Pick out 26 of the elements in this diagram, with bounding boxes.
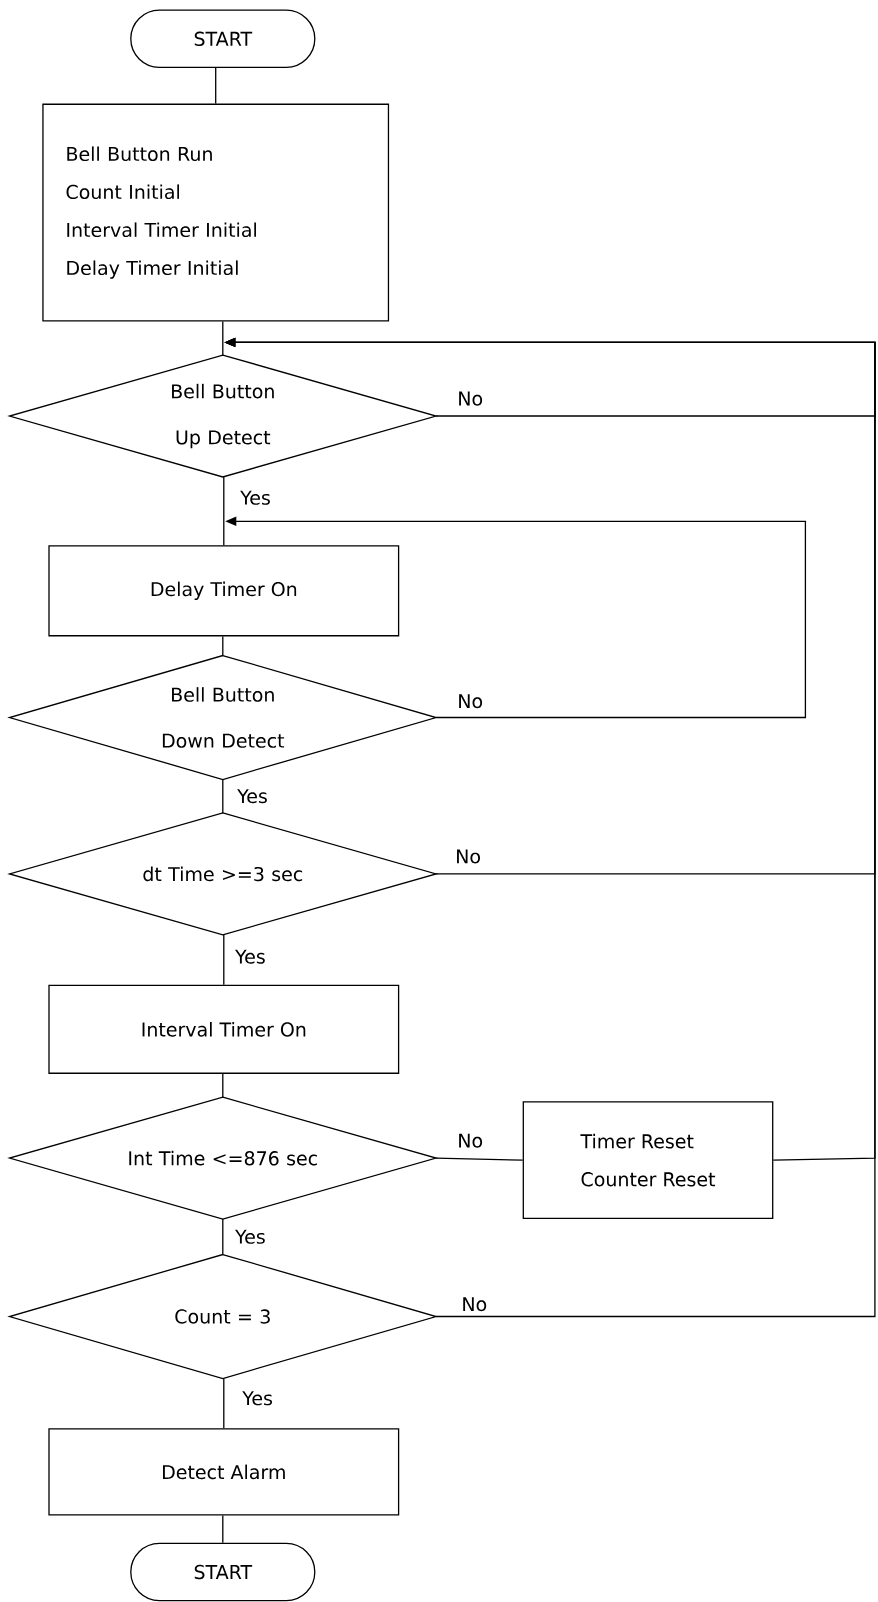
connector-line — [223, 1377, 225, 1429]
edge-label: Yes — [239, 489, 272, 506]
edge-label: No — [456, 390, 485, 407]
process-box: Detect Alarm — [48, 1428, 400, 1516]
edge-label: Yes — [236, 788, 269, 805]
process-box: Interval Timer On — [48, 984, 400, 1074]
connector-line — [223, 476, 225, 546]
edge-label: Yes — [234, 1228, 267, 1245]
process-box: Delay Timer On — [48, 545, 400, 637]
connector-line — [222, 635, 224, 657]
edge-label: Yes — [241, 1390, 274, 1407]
connector-line — [222, 1218, 224, 1256]
connector-line — [215, 67, 217, 105]
connector-line — [222, 1514, 224, 1544]
connector-line — [222, 320, 224, 356]
connector-line — [222, 1073, 224, 1098]
edge-label: No — [460, 1296, 489, 1313]
process-box: Timer Reset Counter Reset — [522, 1101, 774, 1219]
edge-label: No — [454, 848, 482, 865]
connector-line — [435, 1157, 524, 1161]
process-box: Bell Button Run Count Initial Interval Timer Initial Delay Timer Initial — [42, 103, 390, 322]
edge-label: No — [456, 693, 485, 710]
connector-line — [223, 934, 225, 986]
connector-line — [222, 778, 224, 814]
edge-label: Yes — [234, 948, 267, 965]
edge-label: No — [456, 1132, 485, 1149]
